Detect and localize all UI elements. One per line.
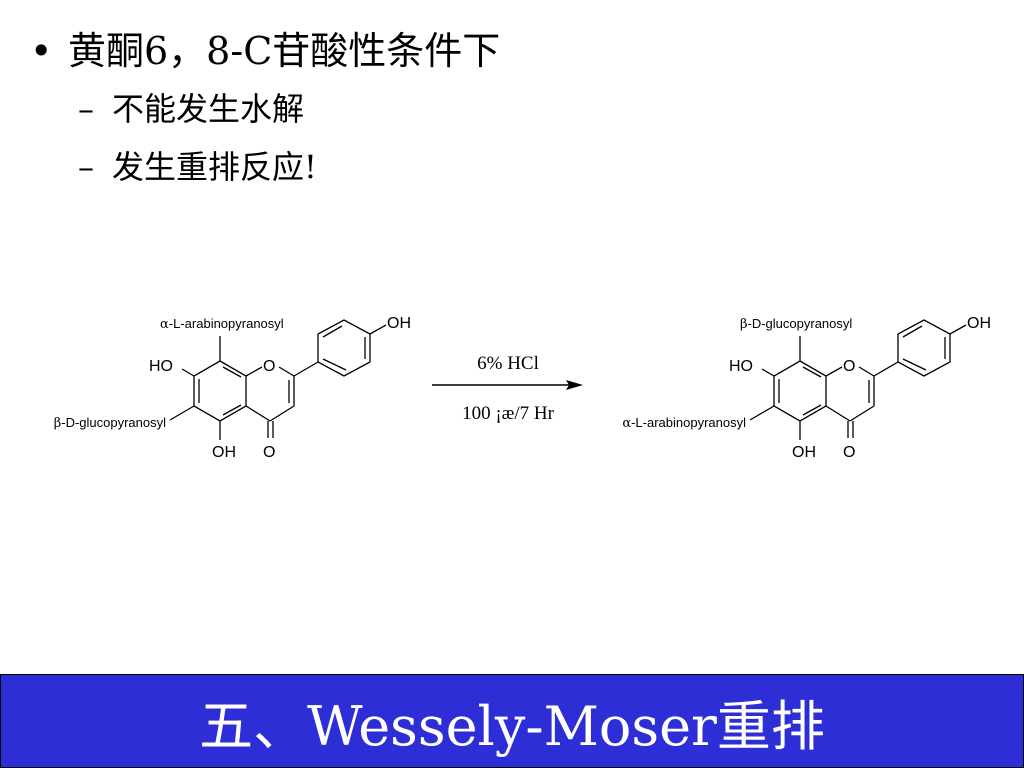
ho-label: HO	[729, 358, 753, 375]
bullet-list: • 黄酮6，8-C苷酸性条件下 – 不能发生水解 – 发生重排反应!	[30, 22, 500, 196]
oh-label: OH	[792, 444, 816, 461]
reaction-arrow: 6% HCl 100 ¡æ/7 Hr	[432, 353, 583, 424]
b-ring-oh-label: OH	[387, 315, 411, 332]
arrow-head-icon	[566, 380, 583, 390]
ring-oxygen-label: O	[843, 358, 855, 375]
carbonyl-oxygen-label: O	[263, 444, 275, 461]
ho-label: HO	[149, 358, 173, 375]
c8-sugar-label: α-L-arabinopyranosyl	[160, 316, 284, 332]
bullet-item: • 黄酮6，8-C苷酸性条件下	[30, 22, 500, 80]
sub-item: – 不能发生水解	[78, 80, 500, 138]
sub-item: – 发生重排反应!	[78, 138, 500, 196]
dash-icon: –	[78, 90, 94, 128]
slide-title: 五、Wessely-Moser重排	[199, 694, 825, 758]
bullet-text: 黄酮6，8-C苷酸性条件下	[68, 29, 501, 73]
b-ring-oh-label: OH	[967, 315, 991, 332]
oh-label: OH	[212, 444, 236, 461]
product-structure: OH O HO OH O β-D-glucopyranosyl α-L-arab…	[622, 315, 991, 461]
c6-sugar-label: α-L-arabinopyranosyl	[622, 415, 746, 431]
reagent-label: 6% HCl	[477, 353, 539, 374]
sub-item-text: 发生重排反应!	[112, 148, 317, 186]
reaction-scheme: OH O HO OH O α-L-arabinopyranosyl β-D-gl…	[54, 315, 991, 461]
ring-oxygen-label: O	[263, 358, 275, 375]
conditions-label: 100 ¡æ/7 Hr	[462, 403, 555, 424]
dash-icon: –	[78, 148, 94, 186]
title-banner: 五、Wessely-Moser重排	[0, 674, 1024, 768]
c6-sugar-label: β-D-glucopyranosyl	[54, 415, 166, 431]
reactant-structure: OH O HO OH O α-L-arabinopyranosyl β-D-gl…	[54, 315, 411, 461]
bullet-dot-icon: •	[30, 29, 53, 73]
carbonyl-oxygen-label: O	[843, 444, 855, 461]
sub-item-text: 不能发生水解	[112, 90, 305, 128]
c8-sugar-label: β-D-glucopyranosyl	[740, 316, 852, 332]
